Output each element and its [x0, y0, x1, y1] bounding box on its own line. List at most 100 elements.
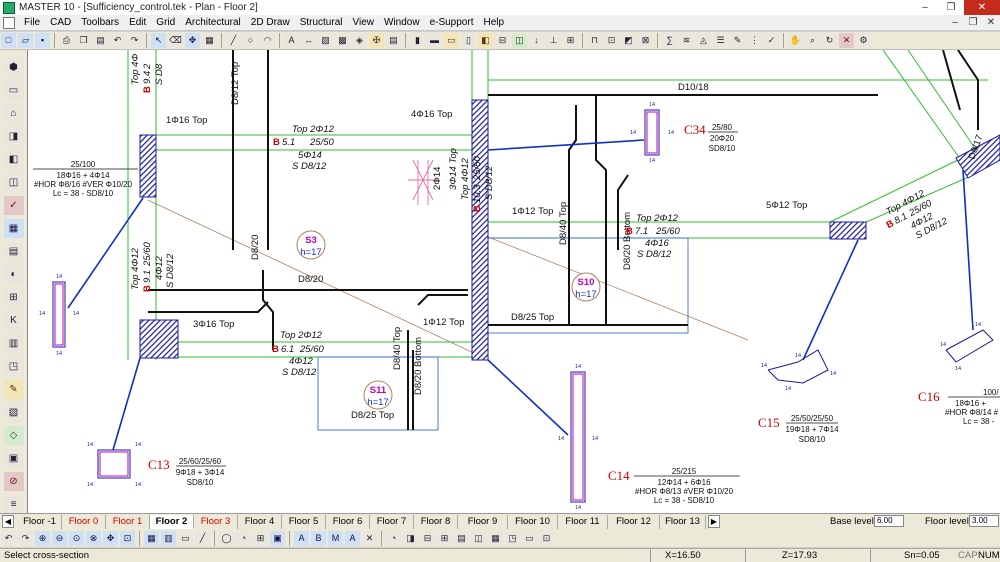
tabs-scroll-left-icon[interactable]: ◀	[2, 515, 14, 528]
tab-floor[interactable]: Floor 3	[194, 514, 238, 529]
detail-tool-icon[interactable]: ◳	[3, 357, 24, 376]
zoom-all-icon[interactable]: ⊗	[86, 530, 101, 546]
circle-icon[interactable]: ○	[243, 33, 258, 48]
drawing-canvas[interactable]: 1Φ16 Top 4Φ16 Top 3Φ16 Top 1Φ12 Top 1Φ12…	[27, 50, 1000, 513]
design-icon[interactable]: ◬	[696, 33, 711, 48]
tab-floor[interactable]: Floor 6	[326, 514, 370, 529]
plan-drawing[interactable]: 1Φ16 Top 4Φ16 Top 3Φ16 Top 1Φ12 Top 1Φ12…	[28, 50, 1000, 513]
text-m-icon[interactable]: M	[328, 530, 343, 546]
floor-level-field[interactable]: 3.00	[969, 515, 999, 527]
snap-box-icon[interactable]: ▣	[270, 530, 285, 546]
tab-floor[interactable]: Floor 12	[608, 514, 660, 529]
list-tool-icon[interactable]: ≡	[3, 495, 24, 514]
line-icon[interactable]: ╱	[226, 33, 241, 48]
copy-icon[interactable]: ❐	[76, 33, 91, 48]
support-icon[interactable]: ⊥	[546, 33, 561, 48]
mesh-bottom-icon[interactable]: ▦	[488, 530, 503, 546]
mouse-icon[interactable]: ◔	[386, 530, 401, 546]
tab-floor[interactable]: Floor -1	[18, 514, 62, 529]
redo-bottom-icon[interactable]: ↷	[18, 530, 33, 546]
undo-icon[interactable]: ↶	[110, 33, 125, 48]
tabs-scroll-right-icon[interactable]: ▶	[708, 515, 720, 528]
doc-minimize-button[interactable]: –	[952, 17, 958, 28]
redo-icon[interactable]: ↷	[127, 33, 142, 48]
tab-floor[interactable]: Floor 0	[62, 514, 106, 529]
hatch-tool-icon[interactable]: ▤	[3, 242, 24, 261]
check-icon[interactable]: ✓	[764, 33, 779, 48]
tab-floor[interactable]: Floor 13	[660, 514, 706, 529]
grid-tool-icon[interactable]: ▦	[3, 219, 24, 238]
results-icon[interactable]: ≋	[679, 33, 694, 48]
text-a-icon[interactable]: A	[294, 530, 309, 546]
rect-bottom-icon[interactable]: ▭	[522, 530, 537, 546]
tab-floor[interactable]: Floor 10	[508, 514, 558, 529]
menu-architectural[interactable]: Architectural	[185, 16, 241, 28]
section-tool-icon[interactable]: ▥	[3, 334, 24, 353]
menu-2d-draw[interactable]: 2D Draw	[250, 16, 290, 28]
save-icon[interactable]: ▪	[35, 33, 50, 48]
split-icon[interactable]: ◨	[403, 530, 418, 546]
frame-bottom-icon[interactable]: ⊟	[420, 530, 435, 546]
eyedropper-tool-icon[interactable]: ◇	[3, 426, 24, 445]
view-bottom-icon[interactable]: ◳	[505, 530, 520, 546]
brush-tool-icon[interactable]: ◐	[3, 265, 24, 284]
grid-icon[interactable]: ▦	[202, 33, 217, 48]
pattern-tool-icon[interactable]: ▧	[3, 403, 24, 422]
snap-arc-icon[interactable]: ◔	[236, 530, 251, 546]
beam-icon[interactable]: ▬	[427, 33, 442, 48]
table-tool-icon[interactable]: ⊞	[3, 288, 24, 307]
zoom-extents-icon[interactable]: ⊡	[120, 530, 135, 546]
draw-line-icon[interactable]: ╱	[195, 530, 210, 546]
table-icon[interactable]: ⊞	[563, 33, 578, 48]
document-icon[interactable]	[3, 16, 15, 29]
tab-floor[interactable]: Floor 7	[370, 514, 414, 529]
column-icon[interactable]: ▮	[410, 33, 425, 48]
fit-bottom-icon[interactable]: ⊡	[539, 530, 554, 546]
print-icon[interactable]: ⎙	[59, 33, 74, 48]
base-level-field[interactable]: 6.00	[874, 515, 904, 527]
minimize-button[interactable]: –	[922, 2, 928, 13]
erase-icon[interactable]: ⌫	[168, 33, 183, 48]
settings-icon[interactable]: ⚙	[856, 33, 871, 48]
drawing-icon[interactable]: ✎	[730, 33, 745, 48]
zoom-window-icon[interactable]: ⊙	[69, 530, 84, 546]
maximize-button[interactable]: ❐	[946, 2, 956, 13]
tab-floor[interactable]: Floor 4	[238, 514, 282, 529]
window-select-icon[interactable]: ▭	[178, 530, 193, 546]
layers-bottom-icon[interactable]: ▤	[454, 530, 469, 546]
dropper-tool-icon[interactable]: ⊘	[3, 472, 24, 491]
pointer-icon[interactable]: ↖	[151, 33, 166, 48]
zoom-out-icon[interactable]: ⊖	[52, 530, 67, 546]
footing-tool-icon[interactable]: ◧	[3, 150, 24, 169]
report-icon[interactable]: ☰	[713, 33, 728, 48]
text-icon[interactable]: A	[284, 33, 299, 48]
undo-bottom-icon[interactable]: ↶	[1, 530, 16, 546]
analysis-icon[interactable]: ∑	[662, 33, 677, 48]
tab-floor[interactable]: Floor 8	[414, 514, 458, 529]
reinforcement-icon[interactable]: ⋮	[747, 33, 762, 48]
tab-floor[interactable]: Floor 11	[558, 514, 608, 529]
wall-icon[interactable]: ▯	[461, 33, 476, 48]
hand-pan-icon[interactable]: ✋	[788, 33, 803, 48]
text-a2-icon[interactable]: A	[345, 530, 360, 546]
zoom-icon[interactable]: ⌕	[805, 33, 820, 48]
zoom-in-icon[interactable]: ⊕	[35, 530, 50, 546]
menu-help[interactable]: Help	[483, 16, 505, 28]
ortho-icon[interactable]: ▥	[161, 530, 176, 546]
layer-icon[interactable]: ▤	[386, 33, 401, 48]
menu-grid[interactable]: Grid	[156, 16, 176, 28]
open-folder-icon[interactable]: ▱	[18, 33, 33, 48]
menu-window[interactable]: Window	[383, 16, 420, 28]
refresh-icon[interactable]: ↻	[822, 33, 837, 48]
tab-floor[interactable]: Floor 1	[106, 514, 150, 529]
tab-floor[interactable]: Floor 9	[458, 514, 508, 529]
tab-floor[interactable]: Floor 5	[282, 514, 326, 529]
plan-icon[interactable]: ⊡	[604, 33, 619, 48]
text-b-icon[interactable]: B	[311, 530, 326, 546]
snap-circle-icon[interactable]: ◯	[219, 530, 234, 546]
k-tool-icon[interactable]: K	[3, 311, 24, 330]
close-drawing-icon[interactable]: ✕	[839, 33, 854, 48]
menu-e-support[interactable]: e-Support	[429, 16, 474, 28]
panel-bottom-icon[interactable]: ◫	[471, 530, 486, 546]
pan-icon[interactable]: ✥	[103, 530, 118, 546]
